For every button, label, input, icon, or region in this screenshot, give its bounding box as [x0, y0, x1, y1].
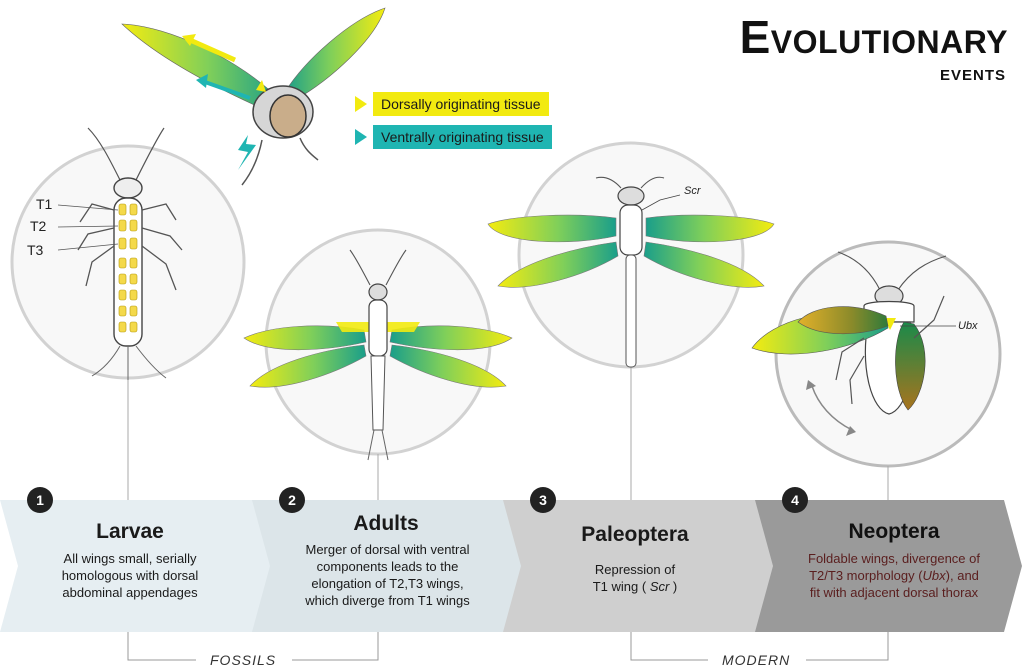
segment-label-t2: T2 [30, 218, 47, 234]
legend-dorsal-label: Dorsally originating tissue [373, 92, 549, 116]
segment-label-t3: T3 [27, 242, 44, 258]
flying-insect-illustration [121, 7, 386, 186]
gene-label-ubx: Ubx [958, 320, 978, 332]
stage-number-3: 3 [530, 487, 556, 513]
legend-dorsal: Dorsally originating tissue [355, 92, 549, 116]
triangle-right-icon [355, 96, 367, 112]
stage-1-arrow [0, 500, 272, 632]
stage-3-arrow [503, 500, 775, 632]
stage-title-neoptera: Neoptera [848, 520, 940, 543]
neoptera-insect-illustration [751, 251, 956, 436]
stage-number-2: 2 [279, 487, 305, 513]
era-label-modern: MODERN [722, 652, 791, 668]
segment-label-t1: T1 [36, 196, 53, 212]
stage-4-arrow [755, 500, 1022, 632]
page-title: Evolutionary [739, 11, 1008, 63]
stage-desc-paleoptera: Repression of T1 wing ( Scr ) [592, 562, 678, 594]
gene-label-scr: Scr [684, 185, 701, 197]
triangle-right-icon [355, 129, 367, 145]
page-subtitle: events [939, 60, 1006, 85]
stage-number-1: 1 [27, 487, 53, 513]
stage-title-paleoptera: Paleoptera [581, 523, 689, 546]
legend-ventral-label: Ventrally originating tissue [373, 125, 552, 149]
stage-desc-neoptera: Foldable wings, divergence of T2/T3 morp… [808, 551, 980, 600]
stage-title-larvae: Larvae [96, 520, 164, 543]
stage-title-adults: Adults [353, 512, 419, 535]
stage-number-4: 4 [782, 487, 808, 513]
legend-ventral: Ventrally originating tissue [355, 125, 552, 149]
stage-2-arrow [252, 500, 523, 632]
era-label-fossils: FOSSILS [210, 652, 277, 668]
dragonfly-illustration [487, 176, 775, 368]
adult-insect-illustration [243, 249, 513, 461]
larva-illustration [77, 127, 183, 380]
